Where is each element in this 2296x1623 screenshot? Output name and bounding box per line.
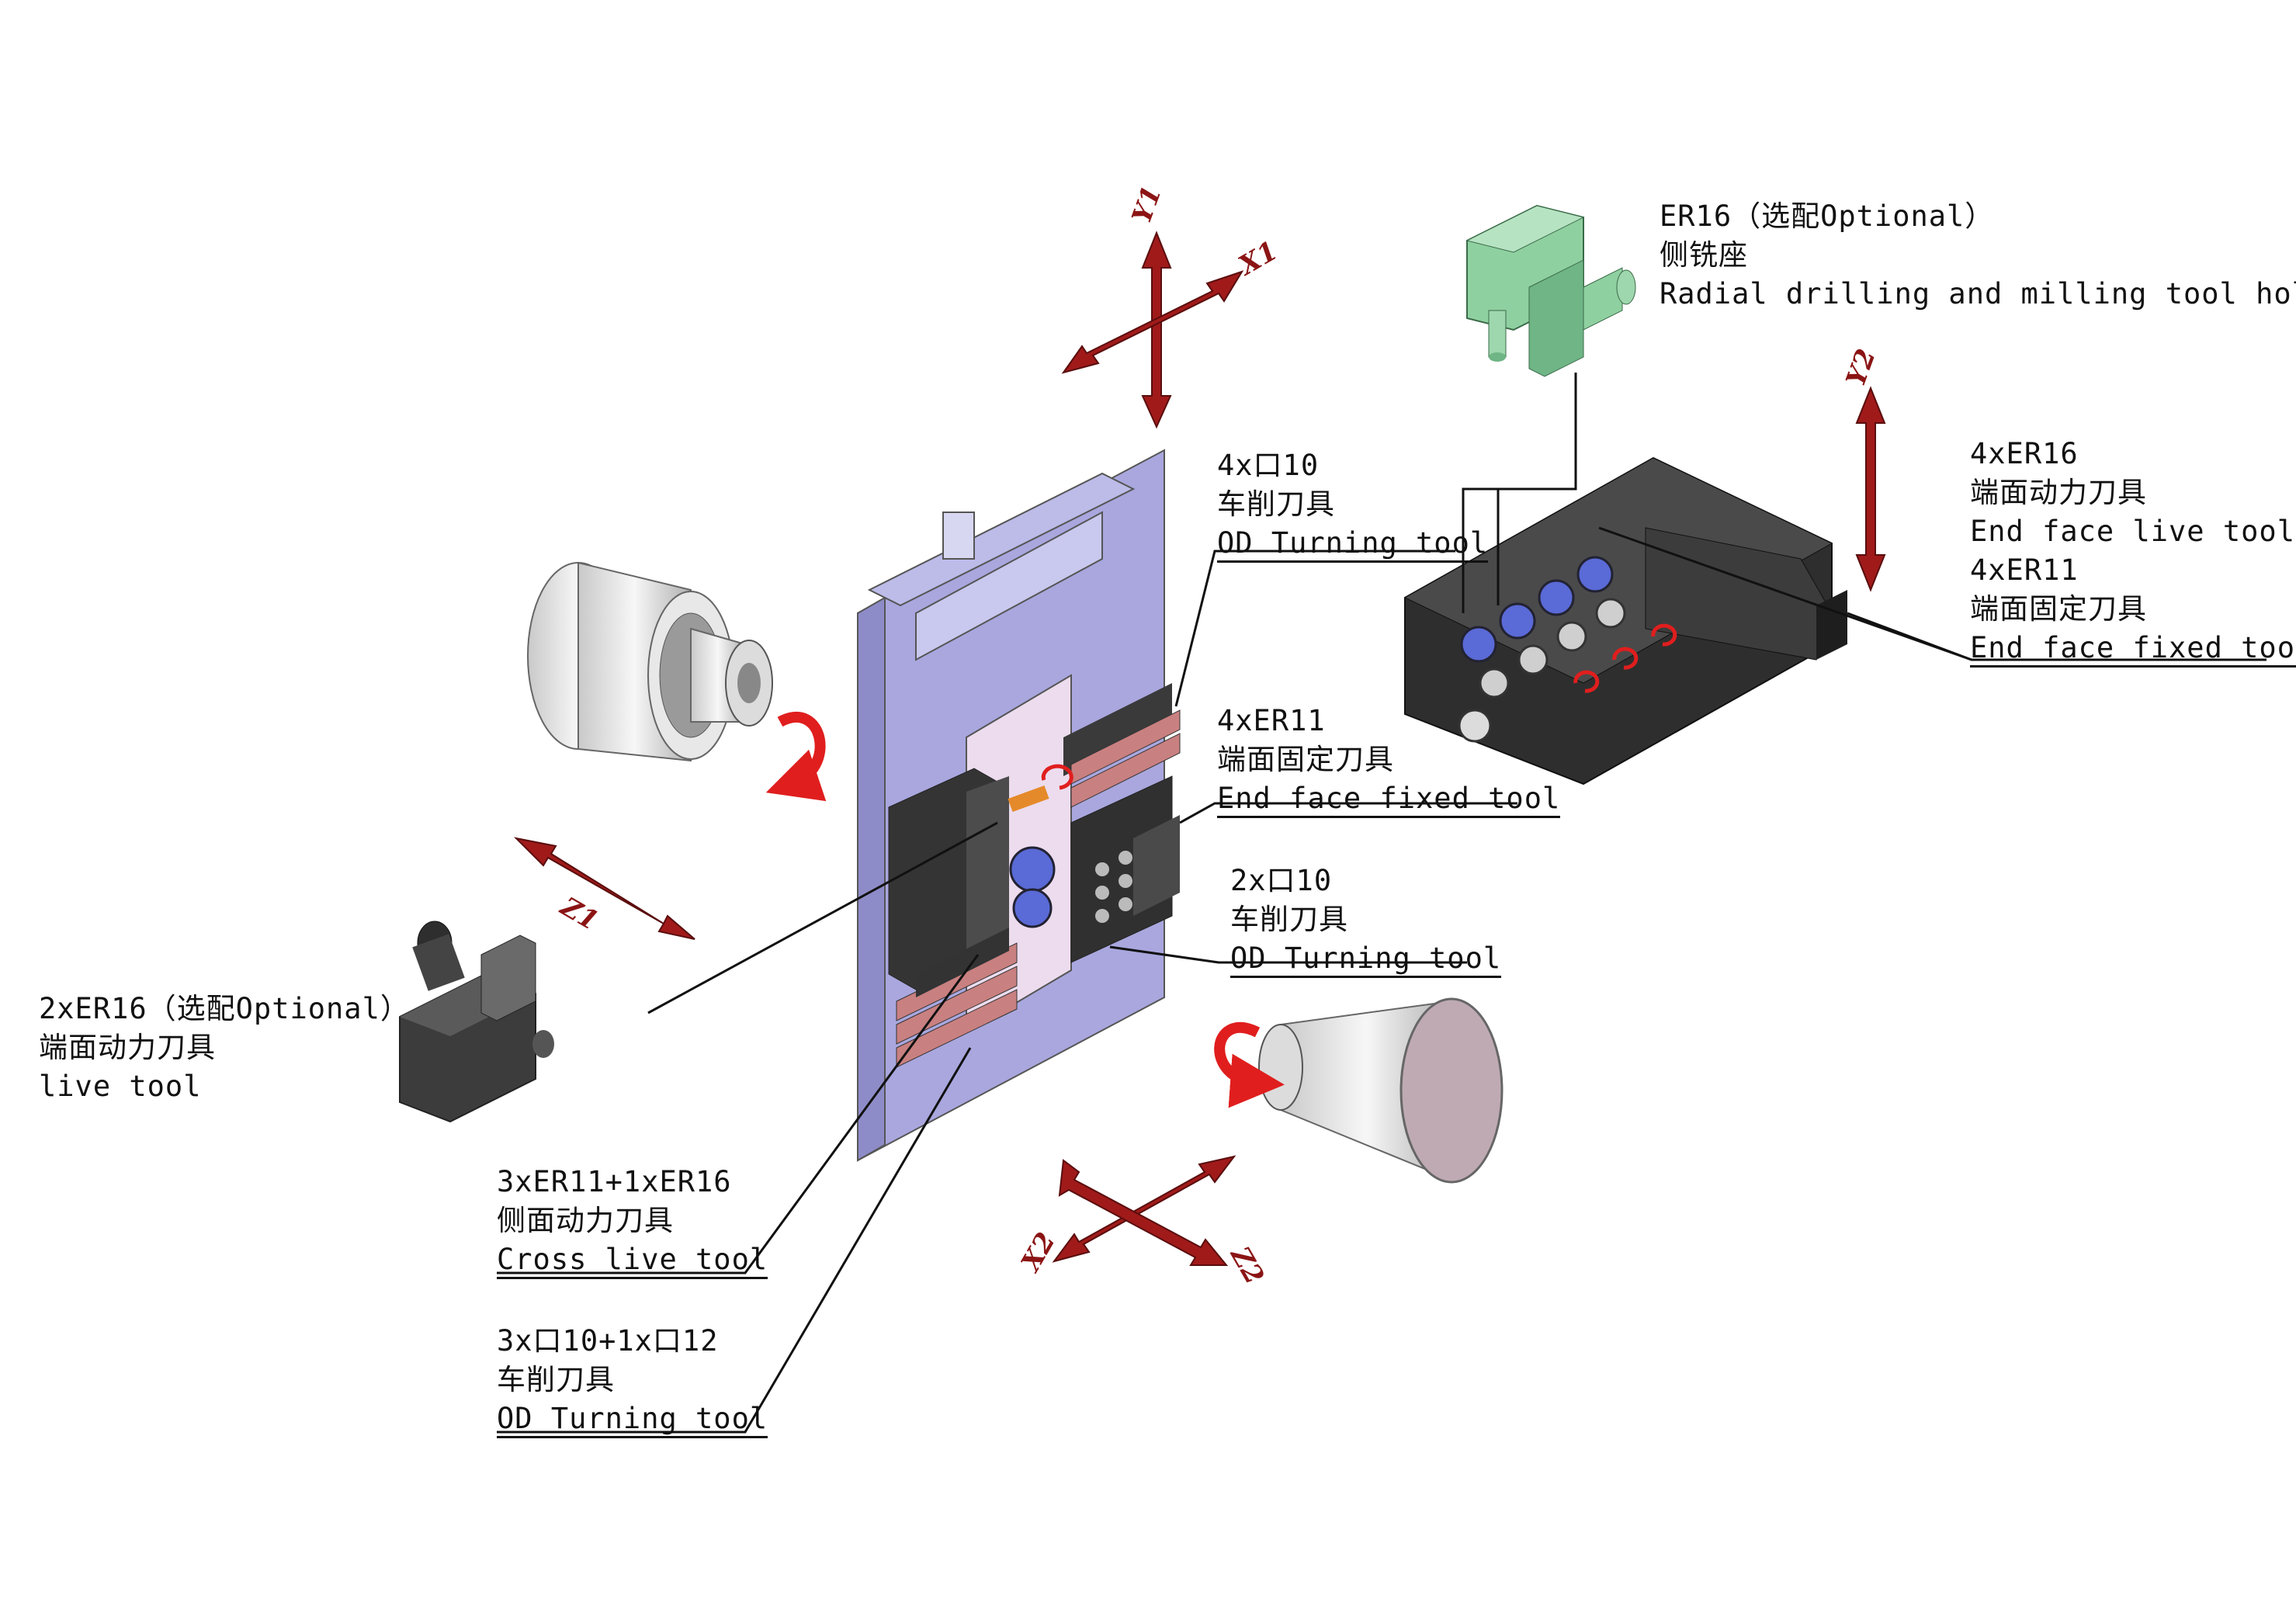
live-tool-left-spec: 2xER16（选配Optional） <box>39 992 410 1025</box>
axis-label-y2: Y2 <box>1840 345 1882 390</box>
label-end-face-fixed-mid: 4xER11 端面固定刀具 End face fixed tool <box>1217 702 1561 818</box>
label-od-turning-mid: 2x口10 车削刀具 OD Turning tool <box>1230 862 1502 978</box>
end-face-fixed-mid-spec: 4xER11 <box>1217 704 1326 737</box>
right-block-fixed-spec: 4xER11 <box>1970 553 2079 587</box>
right-block-live-spec: 4xER16 <box>1970 437 2079 470</box>
radial-holder-cn: 侧铣座 <box>1660 238 1748 272</box>
end-face-tool-block <box>1403 456 1847 785</box>
axis-arrows <box>513 231 1886 1266</box>
right-block-live-en: End face live tool <box>1970 515 2295 548</box>
od-turning-top-spec: 4x口10 <box>1217 449 1320 482</box>
radial-holder-spec: ER16（选配Optional） <box>1660 199 1995 233</box>
tool-rotation-arrows <box>1041 623 1677 790</box>
leader-lines <box>497 373 2267 1434</box>
radial-holder <box>1465 204 1636 377</box>
od-turning-top-en: OD Turning tool <box>1217 526 1489 563</box>
end-face-fixed-mid-cn: 端面固定刀具 <box>1217 743 1394 776</box>
live-tool-left-en: live tool <box>39 1070 202 1103</box>
od-turning-bottom-en: OD Turning tool <box>497 1402 768 1438</box>
od-turning-top-cn: 车削刀具 <box>1217 487 1335 521</box>
axis-label-z2: Z2 <box>1223 1240 1270 1290</box>
end-face-fixed-mid-en: End face fixed tool <box>1217 782 1561 818</box>
od-turning-mid-spec: 2x口10 <box>1230 864 1333 897</box>
od-turning-tool-block-bottom <box>896 928 1018 1068</box>
od-turning-mid-cn: 车削刀具 <box>1230 903 1348 936</box>
od-turning-mid-en: OD Turning tool <box>1230 942 1502 978</box>
od-turning-bottom-cn: 车削刀具 <box>497 1363 615 1396</box>
label-live-tool-left: 2xER16（选配Optional） 端面动力刀具 live tool <box>39 990 410 1106</box>
main-spindle <box>527 561 773 762</box>
od-turning-bottom-spec: 3x口10+1x口12 <box>497 1324 719 1358</box>
spindle-rotation-arrow-bottom <box>1214 1021 1285 1108</box>
right-block-fixed-en: End face fixed tool <box>1970 631 2296 668</box>
end-face-spindles <box>1458 556 1626 743</box>
axis-label-y1: Y1 <box>1126 182 1168 227</box>
label-radial-holder: ER16（选配Optional） 侧铣座 Radial drilling and… <box>1660 197 2296 314</box>
label-od-turning-bottom: 3x口10+1x口12 车削刀具 OD Turning tool <box>497 1322 768 1438</box>
live-tool-holder-left <box>399 921 554 1123</box>
label-right-block: 4xER16 端面动力刀具 End face live tool 4xER11 … <box>1970 435 2296 668</box>
spindle-rotation-arrow-top <box>765 711 827 802</box>
right-block-live-cn: 端面动力刀具 <box>1970 476 2147 509</box>
label-cross-live: 3xER11+1xER16 侧面动力刀具 Cross live tool <box>497 1163 768 1279</box>
cross-live-spec: 3xER11+1xER16 <box>497 1165 732 1198</box>
axis-label-x2: X2 <box>1014 1227 1062 1278</box>
cross-live-cn: 侧面动力刀具 <box>497 1204 674 1237</box>
sub-spindle <box>1258 997 1503 1184</box>
end-face-fixed-tool-block <box>1070 775 1180 963</box>
label-od-turning-top: 4x口10 车削刀具 OD Turning tool <box>1217 446 1489 563</box>
cross-live-en: Cross live tool <box>497 1243 768 1279</box>
axis-label-z1: Z1 <box>554 890 604 937</box>
radial-holder-en: Radial drilling and milling tool holder <box>1660 277 2296 310</box>
right-block-fixed-cn: 端面固定刀具 <box>1970 592 2147 626</box>
od-turning-tool-block-top <box>1063 683 1181 808</box>
live-tool-left-cn: 端面动力刀具 <box>39 1031 216 1064</box>
